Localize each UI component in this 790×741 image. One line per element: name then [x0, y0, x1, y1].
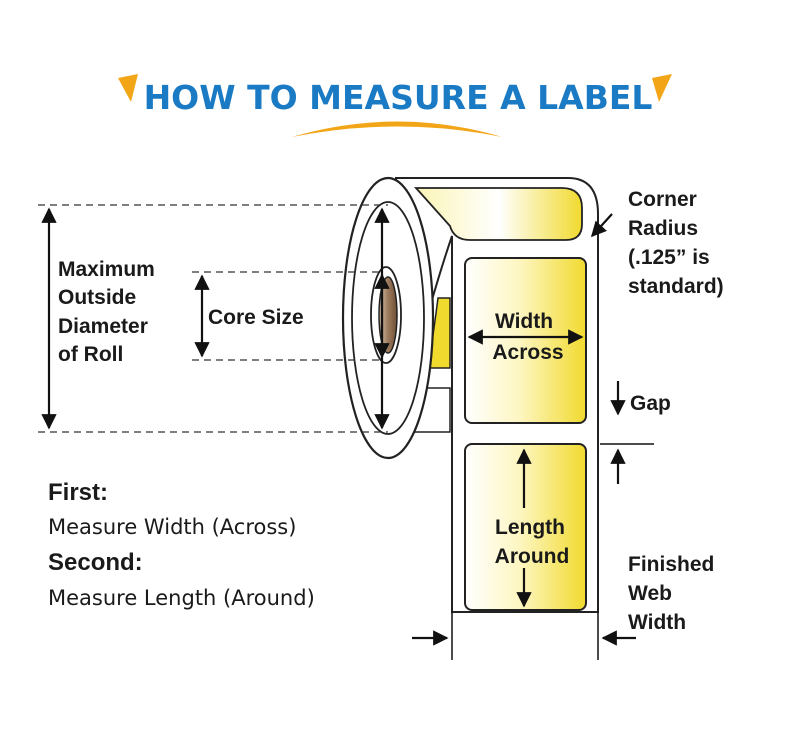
corner-radius-line-2: Radius	[628, 217, 698, 240]
gap-label: Gap	[630, 392, 671, 415]
dimension-arrows	[41, 207, 654, 660]
first-text: Measure Width (Across)	[48, 515, 296, 539]
second-text: Measure Length (Around)	[48, 586, 315, 610]
title-bracket-right	[652, 74, 672, 102]
around-label: Around	[495, 545, 570, 568]
max-outside-line-2: Outside	[58, 286, 136, 309]
max-outside-line-4: of Roll	[58, 343, 123, 366]
finished-web-line-3: Width	[628, 611, 686, 634]
roll-top-label	[413, 187, 583, 241]
across-label: Across	[492, 341, 563, 364]
max-outside-label: Maximum Outside Diameter of Roll	[58, 258, 155, 366]
corner-radius-line-1: Corner	[628, 188, 697, 211]
instructions: First: Measure Width (Across) Second: Me…	[48, 479, 315, 610]
title-bracket-left	[118, 74, 138, 102]
max-outside-line-3: Diameter	[58, 315, 148, 338]
title-swoosh	[292, 121, 502, 137]
first-heading: First:	[48, 479, 108, 506]
finished-web-label: Finished Web Width	[628, 553, 714, 634]
corner-radius-line-3: (.125” is	[628, 246, 710, 269]
corner-radius-arrow	[590, 213, 613, 238]
width-across-label: Width Across	[492, 310, 563, 364]
corner-radius-line-4: standard)	[628, 275, 724, 298]
second-heading: Second:	[48, 549, 143, 576]
max-outside-line-1: Maximum	[58, 258, 155, 281]
finished-web-line-2: Web	[628, 582, 672, 605]
length-around-label: Length Around	[495, 516, 570, 568]
dashed-guides	[38, 204, 388, 433]
width-label: Width	[495, 310, 553, 333]
page-title: HOW TO MEASURE A LABEL	[144, 78, 653, 117]
core-size-label: Core Size	[208, 306, 304, 329]
finished-web-line-1: Finished	[628, 553, 714, 576]
length-label: Length	[495, 516, 565, 539]
label-2	[464, 443, 587, 611]
title-group: HOW TO MEASURE A LABEL	[118, 74, 672, 137]
corner-radius-label: Corner Radius (.125” is standard)	[628, 188, 724, 298]
